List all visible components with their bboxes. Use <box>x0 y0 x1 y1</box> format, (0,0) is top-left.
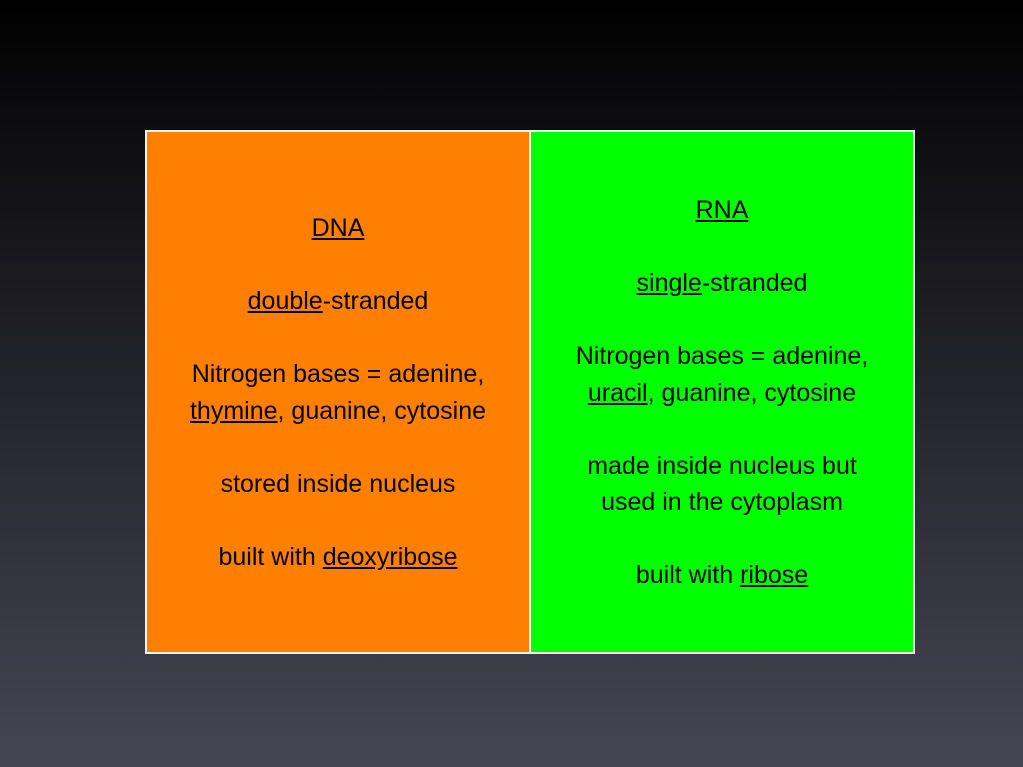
rna-bases-rest: , guanine, cytosine <box>647 378 857 407</box>
dna-strand-key: double <box>247 287 323 315</box>
rna-cell: RNA single-stranded Nitrogen bases = ade… <box>531 132 913 652</box>
rna-bases-key: uracil <box>587 378 648 407</box>
rna-bases-line: Nitrogen bases = adenine, uracil, guanin… <box>576 338 869 411</box>
comparison-table: DNA double-stranded Nitrogen bases = ade… <box>145 130 915 654</box>
rna-strand-key: single <box>636 269 702 297</box>
rna-sugar-key: ribose <box>740 561 809 589</box>
dna-sugar-prefix: built with <box>218 542 323 571</box>
dna-heading-text: DNA <box>311 214 365 242</box>
rna-location-line1: made inside nucleus but <box>587 451 857 480</box>
dna-location: stored inside nucleus <box>220 469 456 498</box>
dna-strand-rest: -stranded <box>322 287 429 315</box>
dna-location-line: stored inside nucleus <box>221 466 456 503</box>
dna-bases-line1: Nitrogen bases = adenine, <box>191 360 485 388</box>
rna-strand-line: single-stranded <box>637 265 808 302</box>
dna-sugar-key: deoxyribose <box>322 542 458 571</box>
rna-location-line2: used in the cytoplasm <box>601 488 843 516</box>
rna-heading: RNA <box>696 192 749 229</box>
dna-bases-line: Nitrogen bases = adenine, thymine, guani… <box>190 356 486 429</box>
rna-location-line: made inside nucleus but used in the cyto… <box>587 448 857 521</box>
rna-heading-text: RNA <box>695 196 749 224</box>
rna-bases-line1: Nitrogen bases = adenine, <box>575 342 869 370</box>
dna-sugar-line: built with deoxyribose <box>218 539 457 576</box>
dna-cell: DNA double-stranded Nitrogen bases = ade… <box>147 132 531 652</box>
rna-strand-rest: -stranded <box>701 269 808 297</box>
dna-heading: DNA <box>312 210 365 247</box>
rna-sugar-line: built with ribose <box>636 557 808 594</box>
rna-sugar-prefix: built with <box>635 561 741 589</box>
dna-bases-rest: , guanine, cytosine <box>277 396 487 425</box>
dna-strand-line: double-stranded <box>248 283 429 320</box>
dna-bases-key: thymine <box>189 396 278 425</box>
